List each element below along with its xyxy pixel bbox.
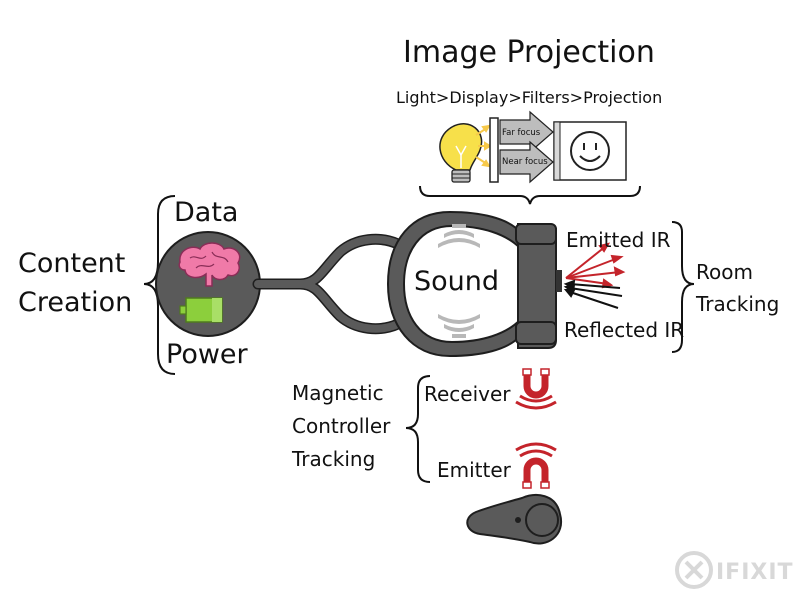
ifixit-logo-icon	[675, 551, 713, 589]
sound-top-icon	[438, 224, 480, 248]
magnetic-brace	[405, 375, 431, 483]
sound-label: Sound	[414, 266, 500, 297]
room-label-line2: Tracking	[696, 292, 780, 316]
pipeline-label: Light>Display>Filters>Projection	[396, 88, 663, 107]
projection-brace	[419, 185, 641, 205]
light-rays	[475, 124, 492, 168]
content-label-line2: Creation	[18, 287, 133, 318]
emitter-magnet-icon	[515, 442, 557, 489]
reflected-ir-arrows	[563, 279, 623, 309]
display-panel	[489, 117, 499, 183]
magnetic-label-line3: Tracking	[292, 447, 376, 471]
receiver-label: Receiver	[424, 382, 511, 406]
content-label-line1: Content	[18, 248, 126, 279]
room-label-line1: Room	[696, 260, 753, 284]
emitted-ir-label: Emitted IR	[566, 228, 671, 252]
far-focus-label: Far focus	[502, 128, 541, 138]
room-brace	[671, 221, 695, 353]
receiver-magnet-icon	[515, 368, 557, 410]
projection-screen	[553, 121, 627, 181]
visor-top	[515, 223, 557, 245]
headset-cable	[252, 233, 404, 335]
content-brace	[143, 195, 176, 375]
emitter-label: Emitter	[437, 458, 511, 482]
focus-filters	[499, 110, 554, 184]
diagram-title: Image Projection	[403, 35, 655, 70]
brain-icon	[178, 242, 241, 287]
data-label: Data	[174, 197, 239, 228]
controller-icon	[466, 494, 563, 545]
near-focus-label: Near focus	[502, 157, 548, 167]
ir-sensor	[556, 270, 562, 292]
battery-icon	[179, 297, 223, 323]
reflected-ir-label: Reflected IR	[564, 318, 685, 342]
sound-bottom-icon	[438, 314, 480, 338]
visor-bottom	[515, 321, 557, 345]
power-label: Power	[166, 339, 248, 370]
bulb-icon	[439, 123, 483, 183]
magnetic-label-line1: Magnetic	[292, 381, 384, 405]
ifixit-logo-text: IFIXIT	[716, 560, 794, 585]
magnetic-label-line2: Controller	[292, 414, 391, 438]
